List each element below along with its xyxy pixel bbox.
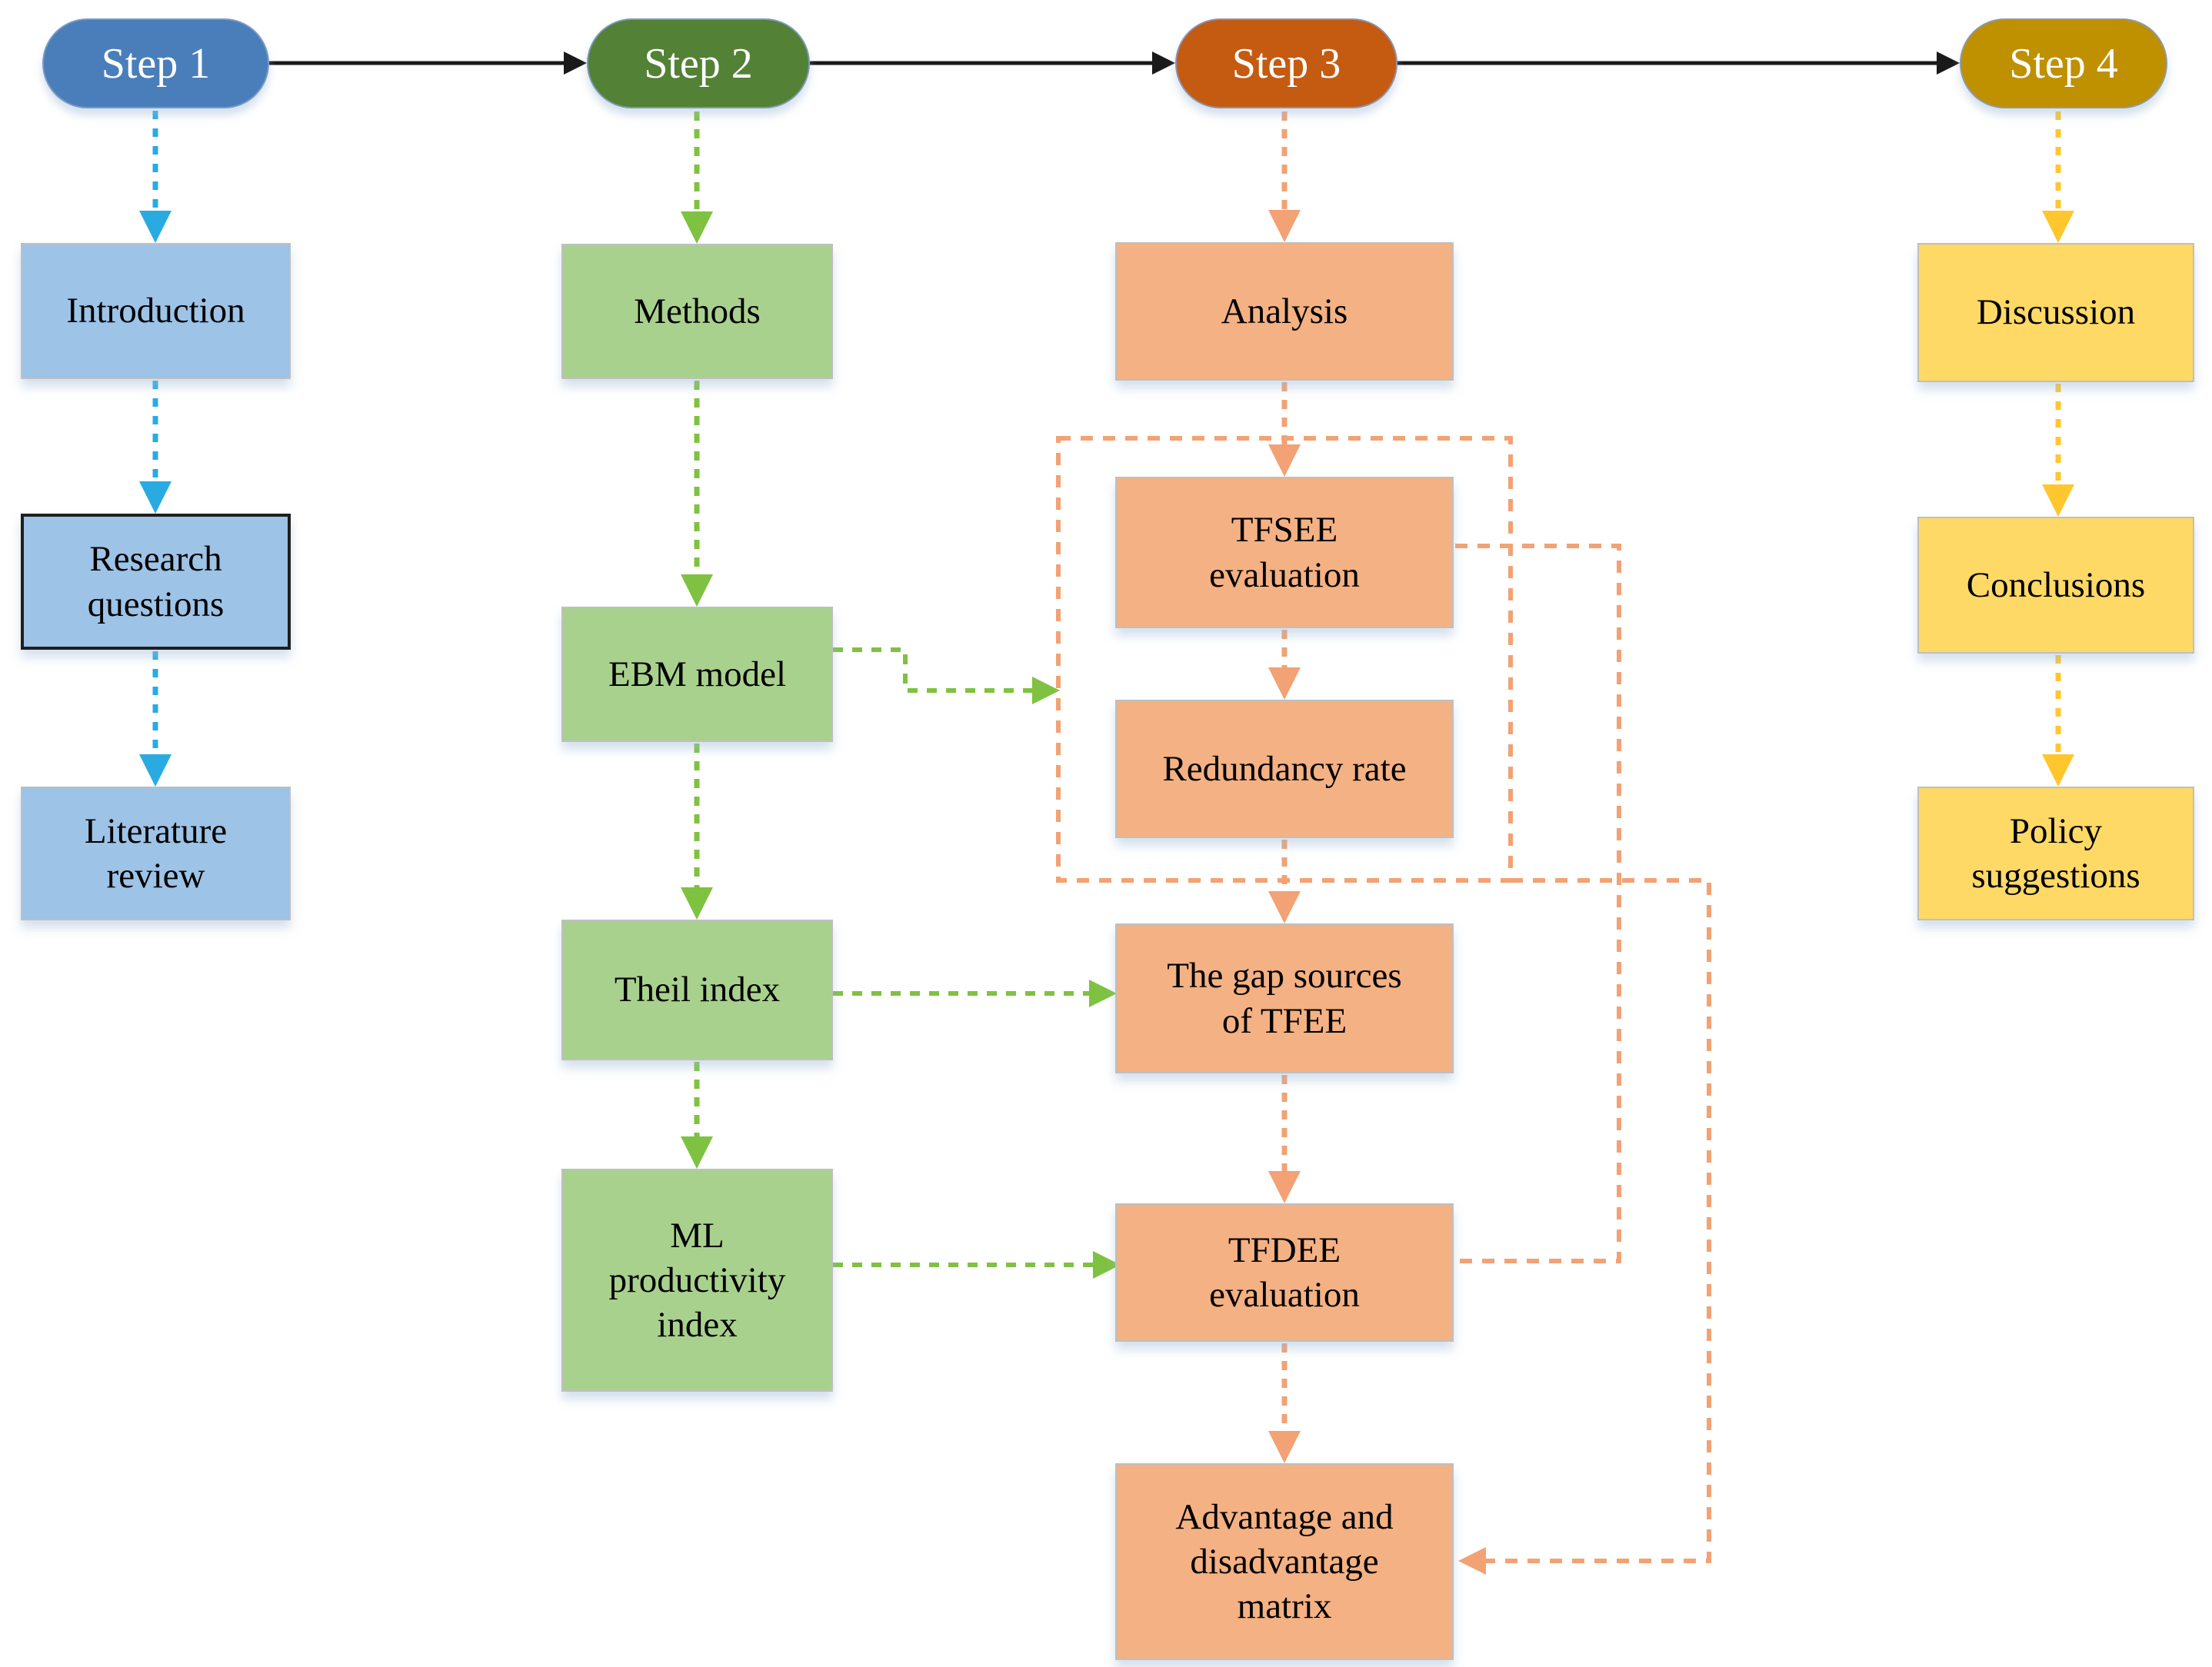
- tfsee-redundancy-group-outline: [1056, 436, 1513, 883]
- step-3-pill: Step 3: [1175, 18, 1397, 108]
- step-2-pill: Step 2: [587, 18, 810, 108]
- flow-box-discussion: Discussion: [1917, 243, 2194, 382]
- flow-box-conclusions: Conclusions: [1917, 517, 2194, 654]
- flow-box-literature-review: Literature review: [21, 787, 291, 920]
- flow-box-advantage-disadvantage-matrix: Advantage and disadvantage matrix: [1115, 1463, 1454, 1660]
- flow-box-introduction: Introduction: [21, 243, 291, 379]
- flow-box-gap-sources-of-tfee: The gap sources of TFEE: [1115, 923, 1454, 1073]
- link-ebm-model-to-group: [833, 647, 1060, 704]
- link-group-to-advantage-matrix: [1458, 878, 1711, 1575]
- flow-box-methods: Methods: [561, 244, 833, 379]
- link-tfsee-to-tfdee: [1455, 544, 1621, 1263]
- flow-box-ml-productivity-index: ML productivity index: [561, 1169, 833, 1392]
- flow-box-tfsee-evaluation: TFSEE evaluation: [1115, 477, 1454, 628]
- flow-box-theil-index: Theil index: [561, 920, 833, 1060]
- flow-box-research-questions: Research questions: [21, 514, 291, 650]
- flow-box-ebm-model: EBM model: [561, 607, 833, 742]
- flow-box-policy-suggestions: Policy suggestions: [1917, 787, 2194, 920]
- step-1-pill: Step 1: [42, 18, 269, 108]
- step-4-pill: Step 4: [1960, 18, 2167, 108]
- flow-box-tfdee-evaluation: TFDEE evaluation: [1115, 1203, 1454, 1342]
- flow-box-redundancy-rate: Redundancy rate: [1115, 700, 1454, 838]
- flow-box-analysis: Analysis: [1115, 242, 1454, 381]
